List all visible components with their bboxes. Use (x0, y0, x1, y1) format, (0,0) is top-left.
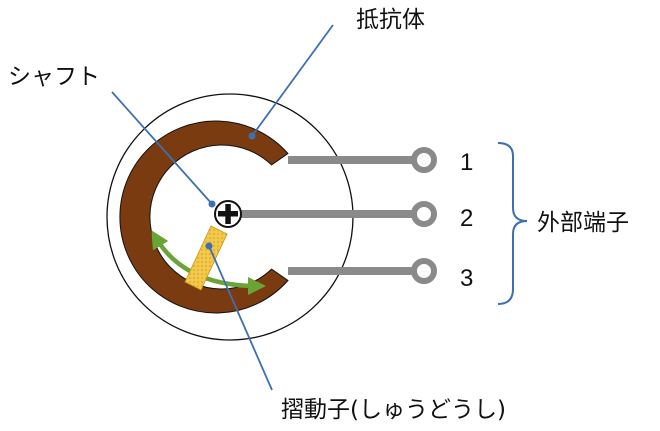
terminal-1-ring (411, 147, 437, 173)
resistor-leader-dot (248, 132, 256, 140)
terminal-3-ring (411, 258, 437, 284)
wiper (184, 225, 228, 291)
shaft-leader-dot (208, 200, 216, 208)
wiper-leader (208, 245, 273, 391)
terminal-3-number: 3 (460, 265, 473, 292)
terminal-2-ring (411, 201, 437, 227)
plus-icon-v (225, 204, 231, 224)
shaft (214, 200, 242, 228)
leader-dots (205, 132, 256, 250)
wiper-label: 摺動子(しゅうどうし) (281, 397, 506, 423)
terminal-leads (236, 156, 418, 275)
wiper-leader-dot (205, 242, 213, 250)
resistor-label: 抵抗体 (356, 7, 425, 33)
leader-lines (111, 24, 334, 391)
terminal-2-number: 2 (460, 205, 473, 232)
resistor-leader (251, 24, 334, 137)
external-terminals-label: 外部端子 (537, 210, 629, 236)
shaft-leader (111, 91, 213, 205)
terminal-rings (411, 147, 437, 284)
terminal-1-number: 1 (460, 149, 473, 176)
terminal-brace (497, 142, 528, 305)
shaft-label: シャフト (8, 64, 100, 90)
